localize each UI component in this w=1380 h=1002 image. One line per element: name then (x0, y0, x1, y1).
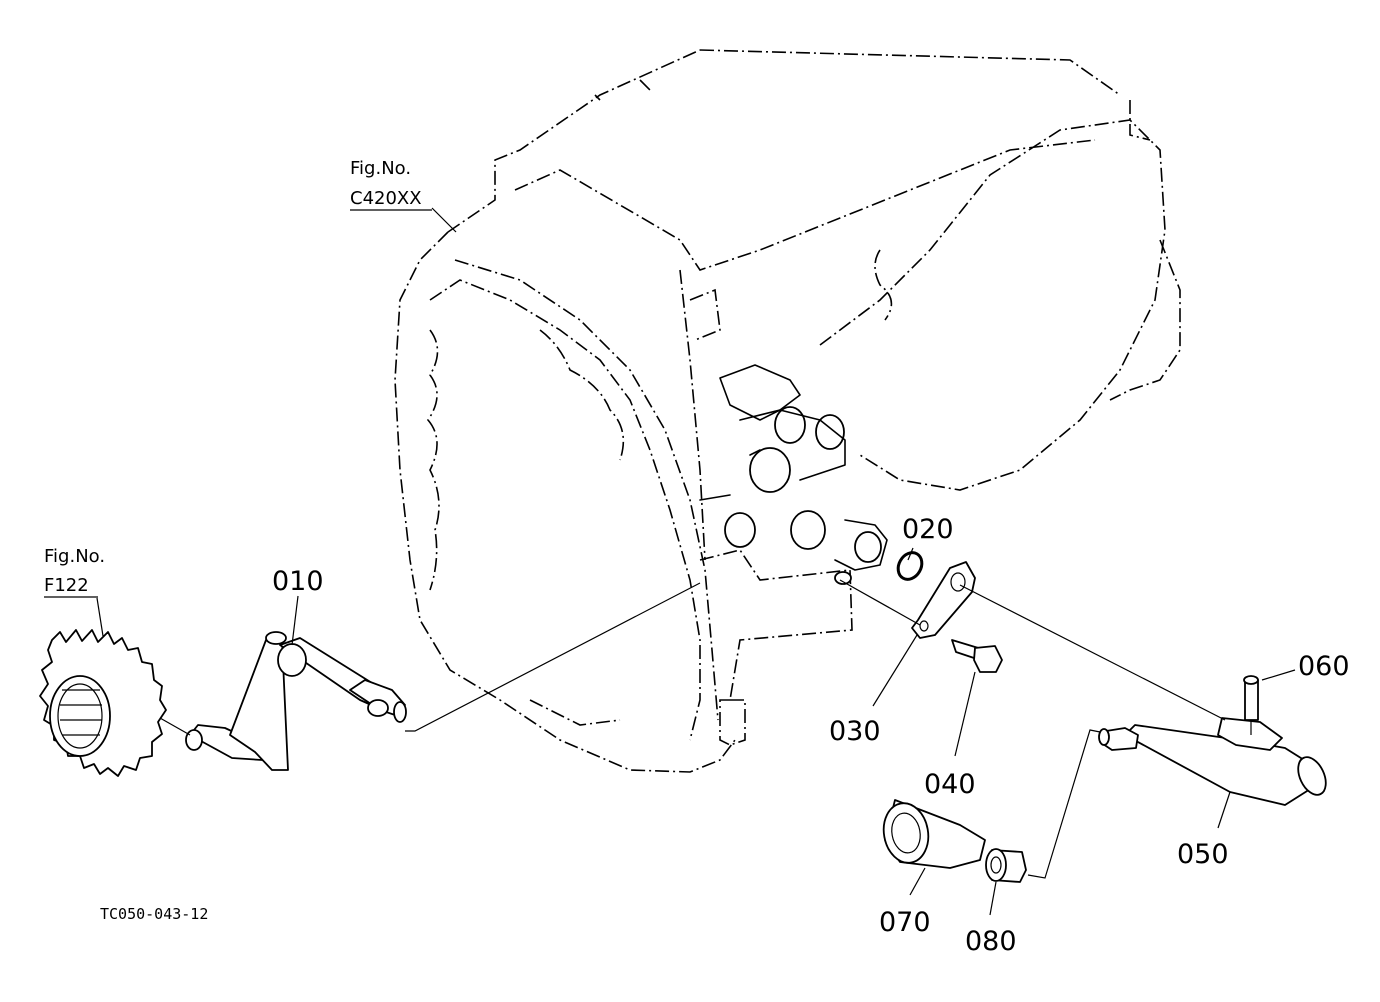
assembly-lines (96, 207, 1296, 916)
part-label-070[interactable]: 070 (879, 907, 931, 938)
figure-ref-gear[interactable]: Fig.No. F122 (44, 546, 105, 598)
figure-ref-housing[interactable]: Fig.No. C420XX (350, 158, 432, 211)
part-label-080[interactable]: 080 (965, 926, 1017, 957)
transmission-housing (394, 49, 1181, 773)
part-020-o-ring (896, 551, 924, 581)
part-080-washer (985, 848, 1027, 883)
part-label-030[interactable]: 030 (829, 716, 881, 747)
figure-ref-gear-line1: Fig.No. (44, 546, 105, 567)
part-label-010[interactable]: 010 (272, 566, 324, 597)
part-050-shift-lever (1098, 717, 1327, 806)
part-label-050[interactable]: 050 (1177, 839, 1229, 870)
figure-ref-housing-line1: Fig.No. (350, 158, 411, 179)
part-060-pin (1243, 675, 1259, 721)
part-070-knob (882, 799, 986, 869)
part-label-060[interactable]: 060 (1298, 651, 1350, 682)
part-030-lever-plate (911, 561, 976, 639)
drawing-code: TC050-043-12 (100, 905, 208, 923)
figure-ref-housing-line2: C420XX (350, 188, 422, 209)
part-010-crank-shaft (185, 631, 407, 771)
part-label-020[interactable]: 020 (902, 514, 954, 545)
housing-bosses (699, 364, 888, 585)
part-040-bolt (951, 639, 1003, 673)
gear-f122 (39, 629, 167, 777)
part-label-040[interactable]: 040 (924, 769, 976, 800)
figure-ref-gear-line2: F122 (44, 575, 89, 596)
